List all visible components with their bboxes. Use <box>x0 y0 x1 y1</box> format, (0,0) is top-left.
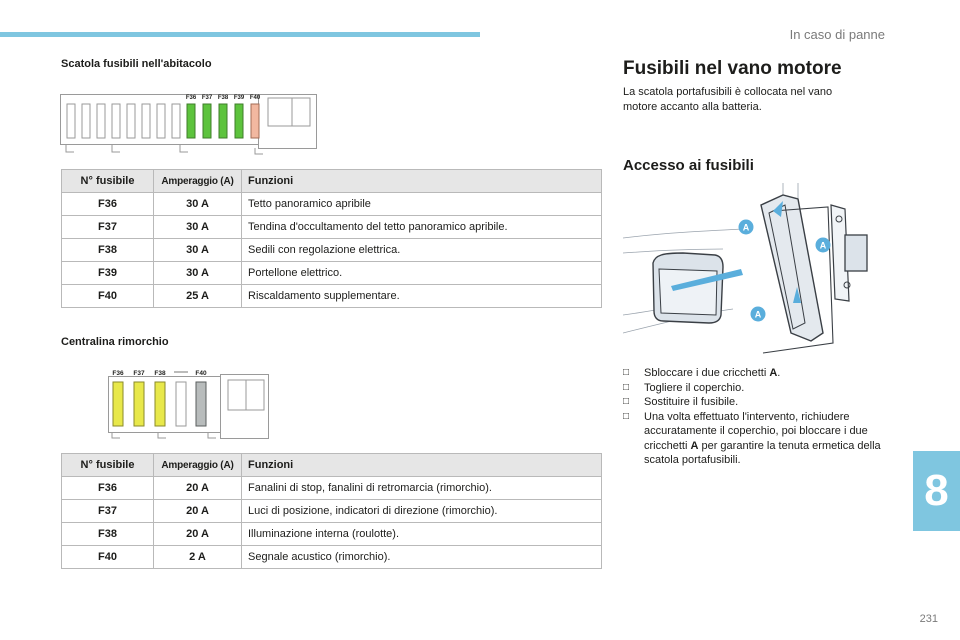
column-header: N° fusibile <box>61 453 154 477</box>
cabin-fusebox-diagram: F36 F37 F38 F39 F40 <box>60 94 317 155</box>
trailer-fuse-label: F40 <box>195 370 207 377</box>
fuse-number: F36 <box>61 192 154 216</box>
fuse-function: Riscaldamento supplementare. <box>241 284 602 308</box>
fuse-number: F36 <box>61 476 154 500</box>
fuse-f40 <box>195 381 207 427</box>
fuse-function: Sedili con regolazione elettrica. <box>241 238 602 262</box>
checkbox-bullet-icon: □ <box>623 396 630 407</box>
cabin-fuse-label: F37 <box>202 95 213 101</box>
list-item: □ Una volta effettuato l'intervento, ric… <box>623 410 881 467</box>
fuse-f36 <box>112 381 124 427</box>
svg-text:A: A <box>743 223 750 233</box>
svg-text:A: A <box>755 310 762 320</box>
fuse-amperage: 20 A <box>153 476 242 500</box>
cabin-fuse-label: F39 <box>234 95 245 101</box>
fuse-number: F38 <box>61 238 154 262</box>
fuse-function: Segnale acustico (rimorchio). <box>241 545 602 569</box>
fuse-function: Luci di posizione, indicatori di direzio… <box>241 499 602 523</box>
table-row: F39 30 A Portellone elettrico. <box>61 261 602 285</box>
table-row: F40 2 A Segnale acustico (rimorchio). <box>61 545 602 569</box>
chapter-title: In caso di panne <box>789 27 885 42</box>
table-row: F38 20 A Illuminazione interna (roulotte… <box>61 522 602 546</box>
fuse-number: F39 <box>61 261 154 285</box>
engine-fusebox-illustration: A A A <box>623 183 873 361</box>
fuse-amperage: 30 A <box>153 261 242 285</box>
list-item: □ Togliere il coperchio. <box>623 381 745 394</box>
fuse-function: Illuminazione interna (roulotte). <box>241 522 602 546</box>
table-row: F36 30 A Tetto panoramico apribile <box>61 192 602 216</box>
column-header: Amperaggio (A) <box>153 453 242 477</box>
fuse-function: Tendina d'occultamento del tetto panoram… <box>241 215 602 239</box>
svg-text:A: A <box>820 241 827 251</box>
list-item: □ Sostituire il fusibile. <box>623 396 739 408</box>
fuse-function: Tetto panoramico apribile <box>241 192 602 216</box>
fuse-number: F37 <box>61 499 154 523</box>
table-row: F36 20 A Fanalini di stop, fanalini di r… <box>61 476 602 500</box>
fuse-f40 <box>250 103 260 139</box>
fuse-f39 <box>234 103 244 139</box>
trailer-fusebox-diagram: F36 F37 F38 F40 <box>108 370 269 439</box>
cabin-fuse-table: N° fusibile Amperaggio (A) Funzioni F36 … <box>61 169 602 308</box>
fuse-access-steps: □ Sbloccare i due cricchetti A. □ Toglie… <box>623 366 893 468</box>
fuse-number: F40 <box>61 545 154 569</box>
fuse-amperage: 20 A <box>153 499 242 523</box>
fuse-function: Fanalini di stop, fanalini di retromarci… <box>241 476 602 500</box>
page-number: 231 <box>919 613 938 625</box>
fuse-access-title: Accesso ai fusibili <box>623 157 754 174</box>
fuse-amperage: 30 A <box>153 215 242 239</box>
fuse-f36 <box>186 103 196 139</box>
trailer-fuse-table: N° fusibile Amperaggio (A) Funzioni F36 … <box>61 453 602 569</box>
fuse-amperage: 30 A <box>153 192 242 216</box>
table-row: F37 30 A Tendina d'occultamento del tett… <box>61 215 602 239</box>
checkbox-bullet-icon: □ <box>623 410 630 422</box>
cabin-fuse-label: F36 <box>186 95 197 101</box>
cabin-fuse-label: F38 <box>218 95 229 101</box>
fuse-number: F37 <box>61 215 154 239</box>
checkbox-bullet-icon: □ <box>623 381 630 393</box>
trailer-fuse-label: F37 <box>133 370 145 377</box>
fuse-amperage: 25 A <box>153 284 242 308</box>
fuse-f38 <box>218 103 228 139</box>
fuse-f37 <box>202 103 212 139</box>
engine-fuses-title: Fusibili nel vano motore <box>623 58 842 79</box>
table-row: F38 30 A Sedili con regolazione elettric… <box>61 238 602 262</box>
fuse-function: Portellone elettrico. <box>241 261 602 285</box>
fuse-f37 <box>133 381 145 427</box>
callout-marker: A <box>738 219 754 235</box>
header-accent-bar <box>0 32 480 37</box>
column-header: Funzioni <box>241 169 602 193</box>
cabin-heading: Scatola fusibili nell'abitacolo <box>61 58 212 70</box>
callout-marker: A <box>750 306 766 322</box>
fuse-f38 <box>154 381 166 427</box>
trailer-heading: Centralina rimorchio <box>61 336 169 348</box>
callout-marker: A <box>815 237 831 253</box>
list-item: □ Sbloccare i due cricchetti A. <box>623 367 781 379</box>
column-header: Amperaggio (A) <box>153 169 242 193</box>
fuse-amperage: 20 A <box>153 522 242 546</box>
section-number-tab: 8 <box>913 451 960 531</box>
trailer-fuse-label: F38 <box>154 370 166 377</box>
table-row: F37 20 A Luci di posizione, indicatori d… <box>61 499 602 523</box>
column-header: N° fusibile <box>61 169 154 193</box>
cabin-fuse-label: F40 <box>250 95 261 101</box>
fuse-number: F38 <box>61 522 154 546</box>
trailer-fuse-label: F36 <box>112 370 124 377</box>
table-row: F40 25 A Riscaldamento supplementare. <box>61 284 602 308</box>
fuse-amperage: 30 A <box>153 238 242 262</box>
fuse-amperage: 2 A <box>153 545 242 569</box>
checkbox-bullet-icon: □ <box>623 367 630 378</box>
engine-fuses-intro: La scatola portafusibili è collocata nel… <box>623 86 833 113</box>
fuse-number: F40 <box>61 284 154 308</box>
column-header: Funzioni <box>241 453 602 477</box>
